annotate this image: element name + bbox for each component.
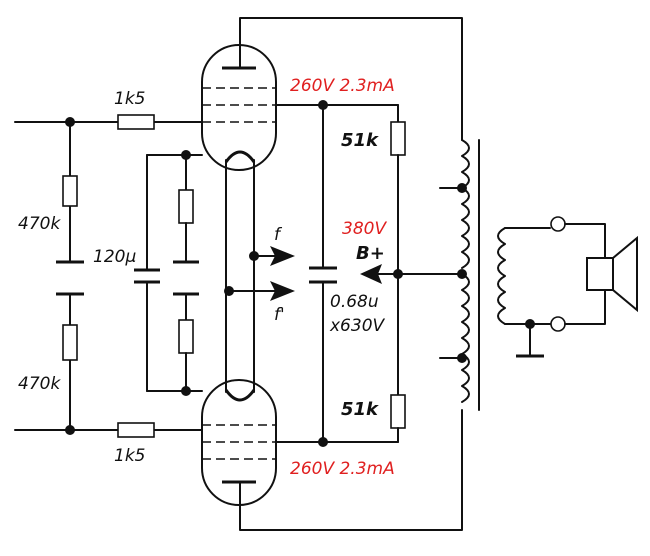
label-bplus: B+ (356, 243, 385, 264)
label-470k-bottom: 470k (18, 374, 61, 394)
annotation-bottom-operating-point: 260V 2.3mA (290, 459, 395, 479)
label-cap-value: 0.68u (330, 292, 379, 312)
label-cap-rating: x630V (329, 316, 386, 336)
label-120u: 120µ (93, 247, 136, 267)
label-1k5-bottom: 1k5 (114, 446, 145, 466)
annotation-supply-voltage: 380V (342, 219, 387, 239)
label-f-prime: f' (274, 305, 285, 325)
plate-wiring (275, 100, 463, 447)
resistor-1k5-bottom (117, 422, 155, 438)
coupling-network (134, 150, 203, 396)
resistor-1k5-top (117, 114, 155, 130)
feedback-arrow-f (253, 246, 295, 266)
annotation-top-operating-point: 260V 2.3mA (290, 76, 395, 96)
resistor-470k-bottom (62, 324, 78, 361)
feedback-arrow-f-prime (228, 281, 295, 301)
label-51k-top: 51k (341, 130, 379, 151)
speaker-icon (564, 223, 638, 325)
label-f: f (274, 225, 283, 245)
bottom-tube (201, 379, 277, 506)
label-1k5-top: 1k5 (114, 89, 145, 109)
input-wiring (14, 117, 203, 435)
resistor-470k-top (62, 175, 78, 207)
label-470k-top: 470k (18, 214, 61, 234)
top-tube (201, 44, 277, 171)
cathode-rail (224, 159, 259, 393)
label-51k-bottom: 51k (341, 399, 379, 420)
output-transformer (439, 139, 566, 411)
outer-frame-wires (239, 17, 463, 531)
